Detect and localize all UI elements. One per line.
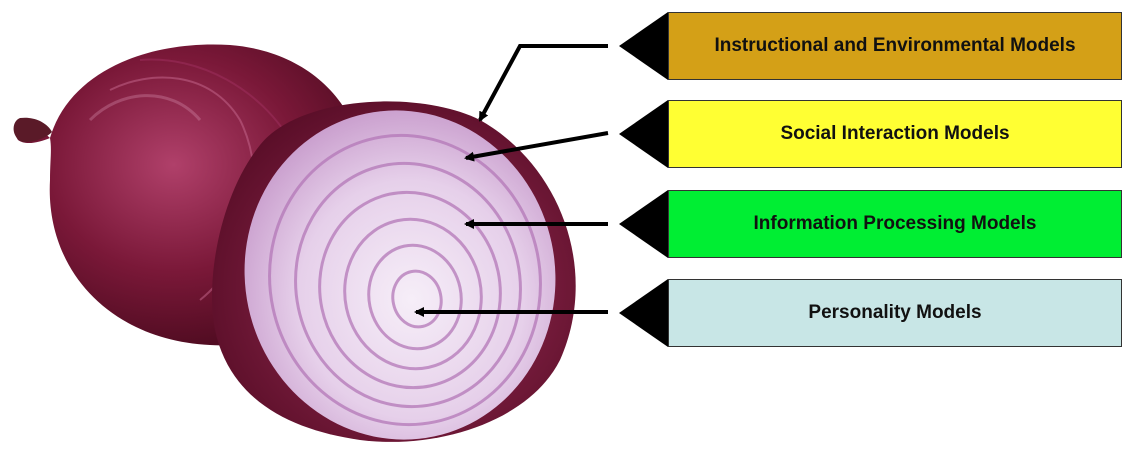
layer-label-personality: Personality Models (668, 279, 1122, 347)
layer-label-instructional: Instructional and Environmental Models (668, 12, 1122, 80)
halved-onion (212, 81, 586, 458)
pointer-4 (619, 279, 668, 347)
pointer-2 (619, 100, 668, 168)
layer-label-social: Social Interaction Models (668, 100, 1122, 168)
pointer-3 (619, 190, 668, 258)
pointer-1 (619, 12, 668, 80)
arrow-1 (480, 46, 608, 120)
layer-label-information: Information Processing Models (668, 190, 1122, 258)
